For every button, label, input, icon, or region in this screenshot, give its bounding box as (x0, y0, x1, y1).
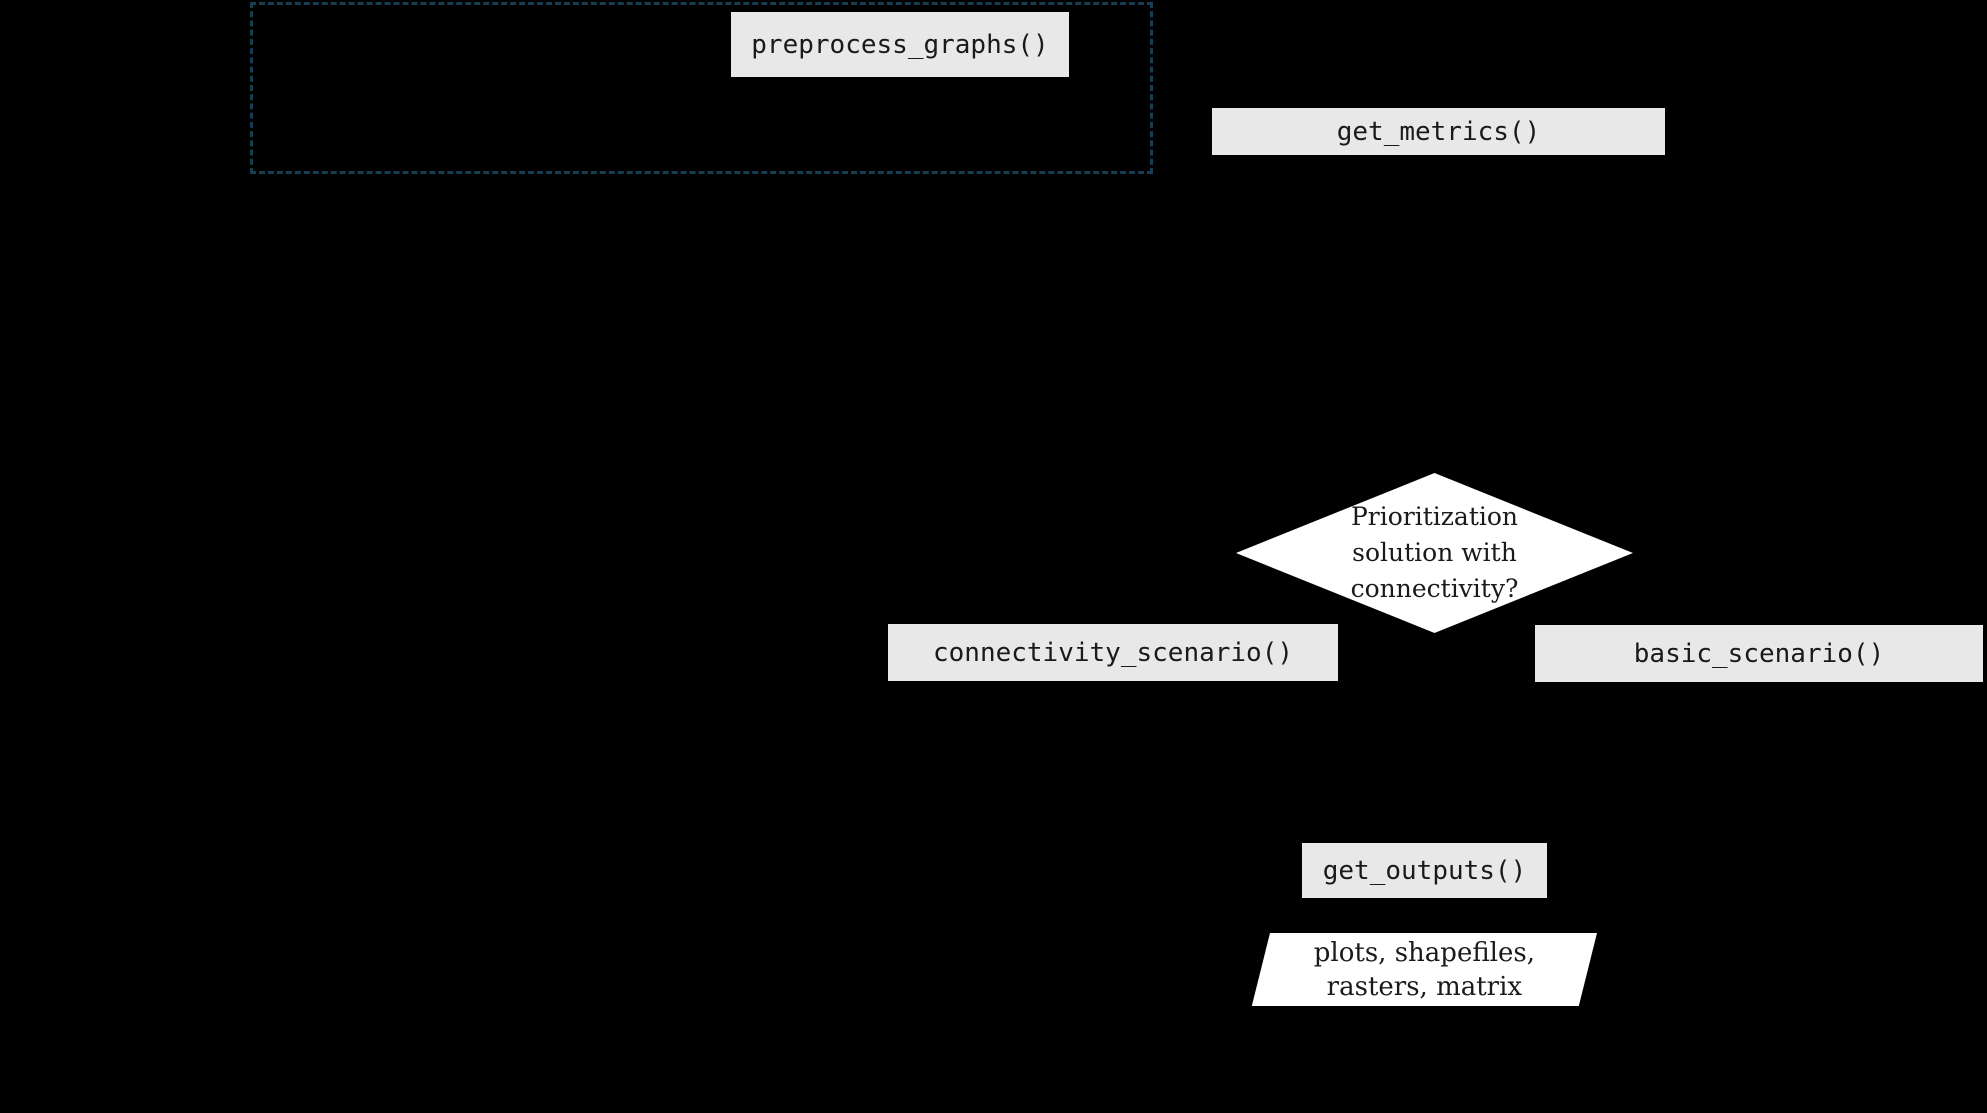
basic-scenario-box: basic_scenario() (1535, 625, 1983, 682)
prioritization-decision-diamond: Prioritization solution with connectivit… (1236, 473, 1633, 633)
decision-line-2: solution with (1352, 538, 1517, 567)
outputs-text: plots, shapefiles, rasters, matrix (1314, 936, 1535, 1004)
get-metrics-box: get_metrics() (1212, 108, 1665, 155)
decision-line-1: Prioritization (1350, 502, 1519, 531)
preprocess-graphs-box: preprocess_graphs() (731, 12, 1069, 77)
outputs-line-1: plots, shapefiles, (1313, 937, 1535, 968)
preprocessing-group-outline (250, 2, 1153, 174)
connectivity-scenario-box: connectivity_scenario() (888, 624, 1338, 681)
get-metrics-label: get_metrics() (1336, 116, 1541, 147)
get-outputs-box: get_outputs() (1302, 843, 1547, 898)
basic-scenario-label: basic_scenario() (1633, 638, 1885, 669)
outputs-line-2: rasters, matrix (1326, 971, 1523, 1002)
preprocess-graphs-label: preprocess_graphs() (751, 29, 1049, 60)
get-outputs-label: get_outputs() (1322, 855, 1527, 886)
outputs-parallelogram: plots, shapefiles, rasters, matrix (1251, 933, 1597, 1006)
decision-line-3: connectivity? (1350, 574, 1519, 603)
connectivity-scenario-label: connectivity_scenario() (932, 637, 1294, 668)
